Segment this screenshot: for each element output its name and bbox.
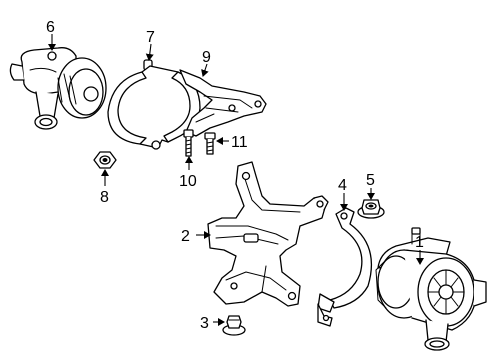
callout-6: 6 (46, 19, 55, 36)
auxiliary-pump-icon (9, 47, 107, 130)
leader-9 (201, 63, 209, 77)
bracket-icon (179, 69, 267, 137)
callout-1: 1 (415, 234, 424, 251)
nut-icon (93, 151, 117, 169)
callout-leaders (48, 34, 424, 326)
water-pump-icon (375, 227, 487, 351)
mounting-bracket-icon (207, 161, 329, 307)
callout-8: 8 (100, 189, 109, 206)
bolt-icon (204, 132, 216, 155)
callout-10: 10 (179, 173, 197, 190)
leader-7 (145, 43, 154, 61)
callout-5: 5 (366, 172, 375, 189)
stud-icon (183, 129, 194, 157)
callout-7: 7 (146, 29, 155, 46)
callout-11: 11 (231, 134, 248, 151)
flange-nut-icon (357, 199, 385, 219)
callout-4: 4 (338, 177, 347, 194)
callout-2: 2 (181, 228, 190, 245)
callout-3: 3 (200, 315, 209, 332)
callout-labels: 6 7 9 10 11 8 2 3 4 5 1 (46, 19, 424, 332)
flange-bolt-icon (222, 315, 246, 336)
callout-9: 9 (202, 49, 211, 66)
strap-clamp-icon (317, 207, 372, 327)
